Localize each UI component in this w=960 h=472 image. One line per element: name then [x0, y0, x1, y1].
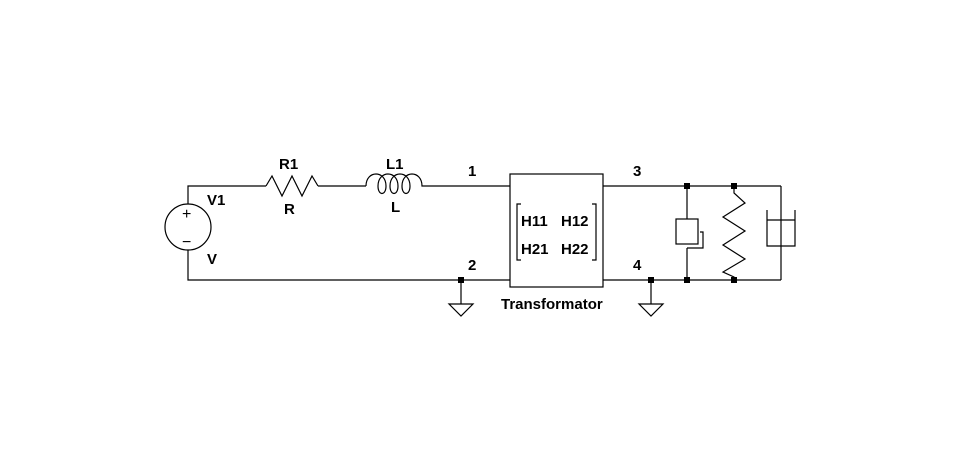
matrix-left-bracket	[516, 203, 521, 261]
matrix-h11: H11	[521, 213, 548, 230]
matrix-h12: H12	[561, 213, 589, 230]
matrix-h21: H21	[521, 241, 549, 258]
mass-icon[interactable]	[766, 186, 796, 280]
node-2-label: 2	[468, 257, 476, 274]
ground-icon	[637, 277, 665, 317]
transformator-block[interactable]: H11 H12 H21 H22	[509, 173, 604, 288]
source-name-label: V1	[207, 192, 225, 209]
resistor-r1[interactable]	[265, 174, 319, 198]
inductor-value-label: L	[391, 199, 400, 216]
wire-source-top	[187, 185, 266, 204]
transformator-label: Transformator	[501, 296, 603, 313]
source-value-label: V	[207, 251, 217, 268]
matrix-h22: H22	[561, 241, 589, 258]
matrix-right-bracket	[592, 203, 597, 261]
wire-source-bottom	[187, 250, 510, 281]
voltage-source-v1[interactable]: + −	[164, 203, 212, 251]
node-4-label: 4	[633, 257, 642, 274]
spring-icon[interactable]	[721, 183, 747, 283]
node-1-label: 1	[468, 163, 476, 180]
node-3-label: 3	[633, 163, 641, 180]
inductor-l1[interactable]	[365, 173, 428, 195]
damper-icon[interactable]	[675, 183, 704, 283]
source-plus-symbol: +	[182, 206, 191, 223]
resistor-name-label: R1	[279, 156, 298, 173]
resistor-value-label: R	[284, 201, 295, 218]
inductor-name-label: L1	[386, 156, 404, 173]
source-minus-symbol: −	[182, 234, 191, 251]
ground-icon	[447, 277, 475, 317]
